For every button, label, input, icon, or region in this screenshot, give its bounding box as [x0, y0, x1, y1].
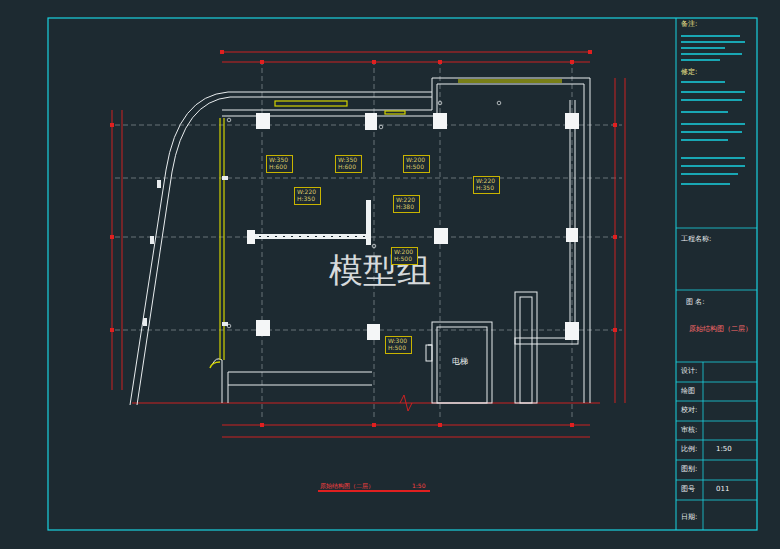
beam-size: W:200 H:500 — [394, 249, 413, 263]
beam-size-tag: W:350 H:600 — [266, 155, 293, 173]
designer-field: 设计: — [681, 368, 697, 376]
beam-size: W:220 H:350 — [297, 189, 316, 203]
beam-size-tag: W:200 H:500 — [403, 155, 430, 173]
category-field: 图别: — [681, 466, 697, 474]
checker-field: 校对: — [681, 407, 697, 415]
beam-size: W:200 H:500 — [406, 157, 425, 171]
beam-size: W:300 H:500 — [388, 338, 407, 352]
beam-size: W:350 H:600 — [338, 157, 357, 171]
scale-note: 1:50 — [412, 483, 425, 490]
beam-size: W:220 H:350 — [476, 178, 495, 192]
scale-field: 比例: — [681, 446, 697, 454]
revision-heading: 修定: — [681, 69, 697, 77]
drawing-caption: 原始结构图（二层） — [320, 483, 374, 490]
scale-value: 1:50 — [716, 446, 732, 454]
drawing-name: 原始结构图（二层） — [689, 326, 752, 334]
room-name: 电梯 — [450, 357, 470, 368]
beam-size-tag: W:200 H:500 — [391, 247, 418, 265]
beam-size: W:350 H:600 — [269, 157, 288, 171]
date-field: 日期: — [681, 514, 697, 522]
drawing-name-field: 图 名: — [686, 299, 705, 307]
beam-size-tag: W:220 H:350 — [473, 176, 500, 194]
drawing-number: 011 — [716, 486, 729, 494]
project-field: 工程名称: — [681, 236, 711, 244]
notes-heading: 备注: — [681, 21, 697, 29]
drafter-field: 绘图 — [681, 388, 695, 396]
drawing-number-field: 图号 — [681, 486, 695, 494]
beam-size-tag: W:350 H:600 — [335, 155, 362, 173]
beam-size-tag: W:220 H:350 — [294, 187, 321, 205]
beam-size-tag: W:300 H:500 — [385, 336, 412, 354]
reviewer-field: 审核: — [681, 427, 697, 435]
beam-size: W:220 H:380 — [396, 197, 415, 211]
beam-size-tag: W:220 H:380 — [393, 195, 420, 213]
